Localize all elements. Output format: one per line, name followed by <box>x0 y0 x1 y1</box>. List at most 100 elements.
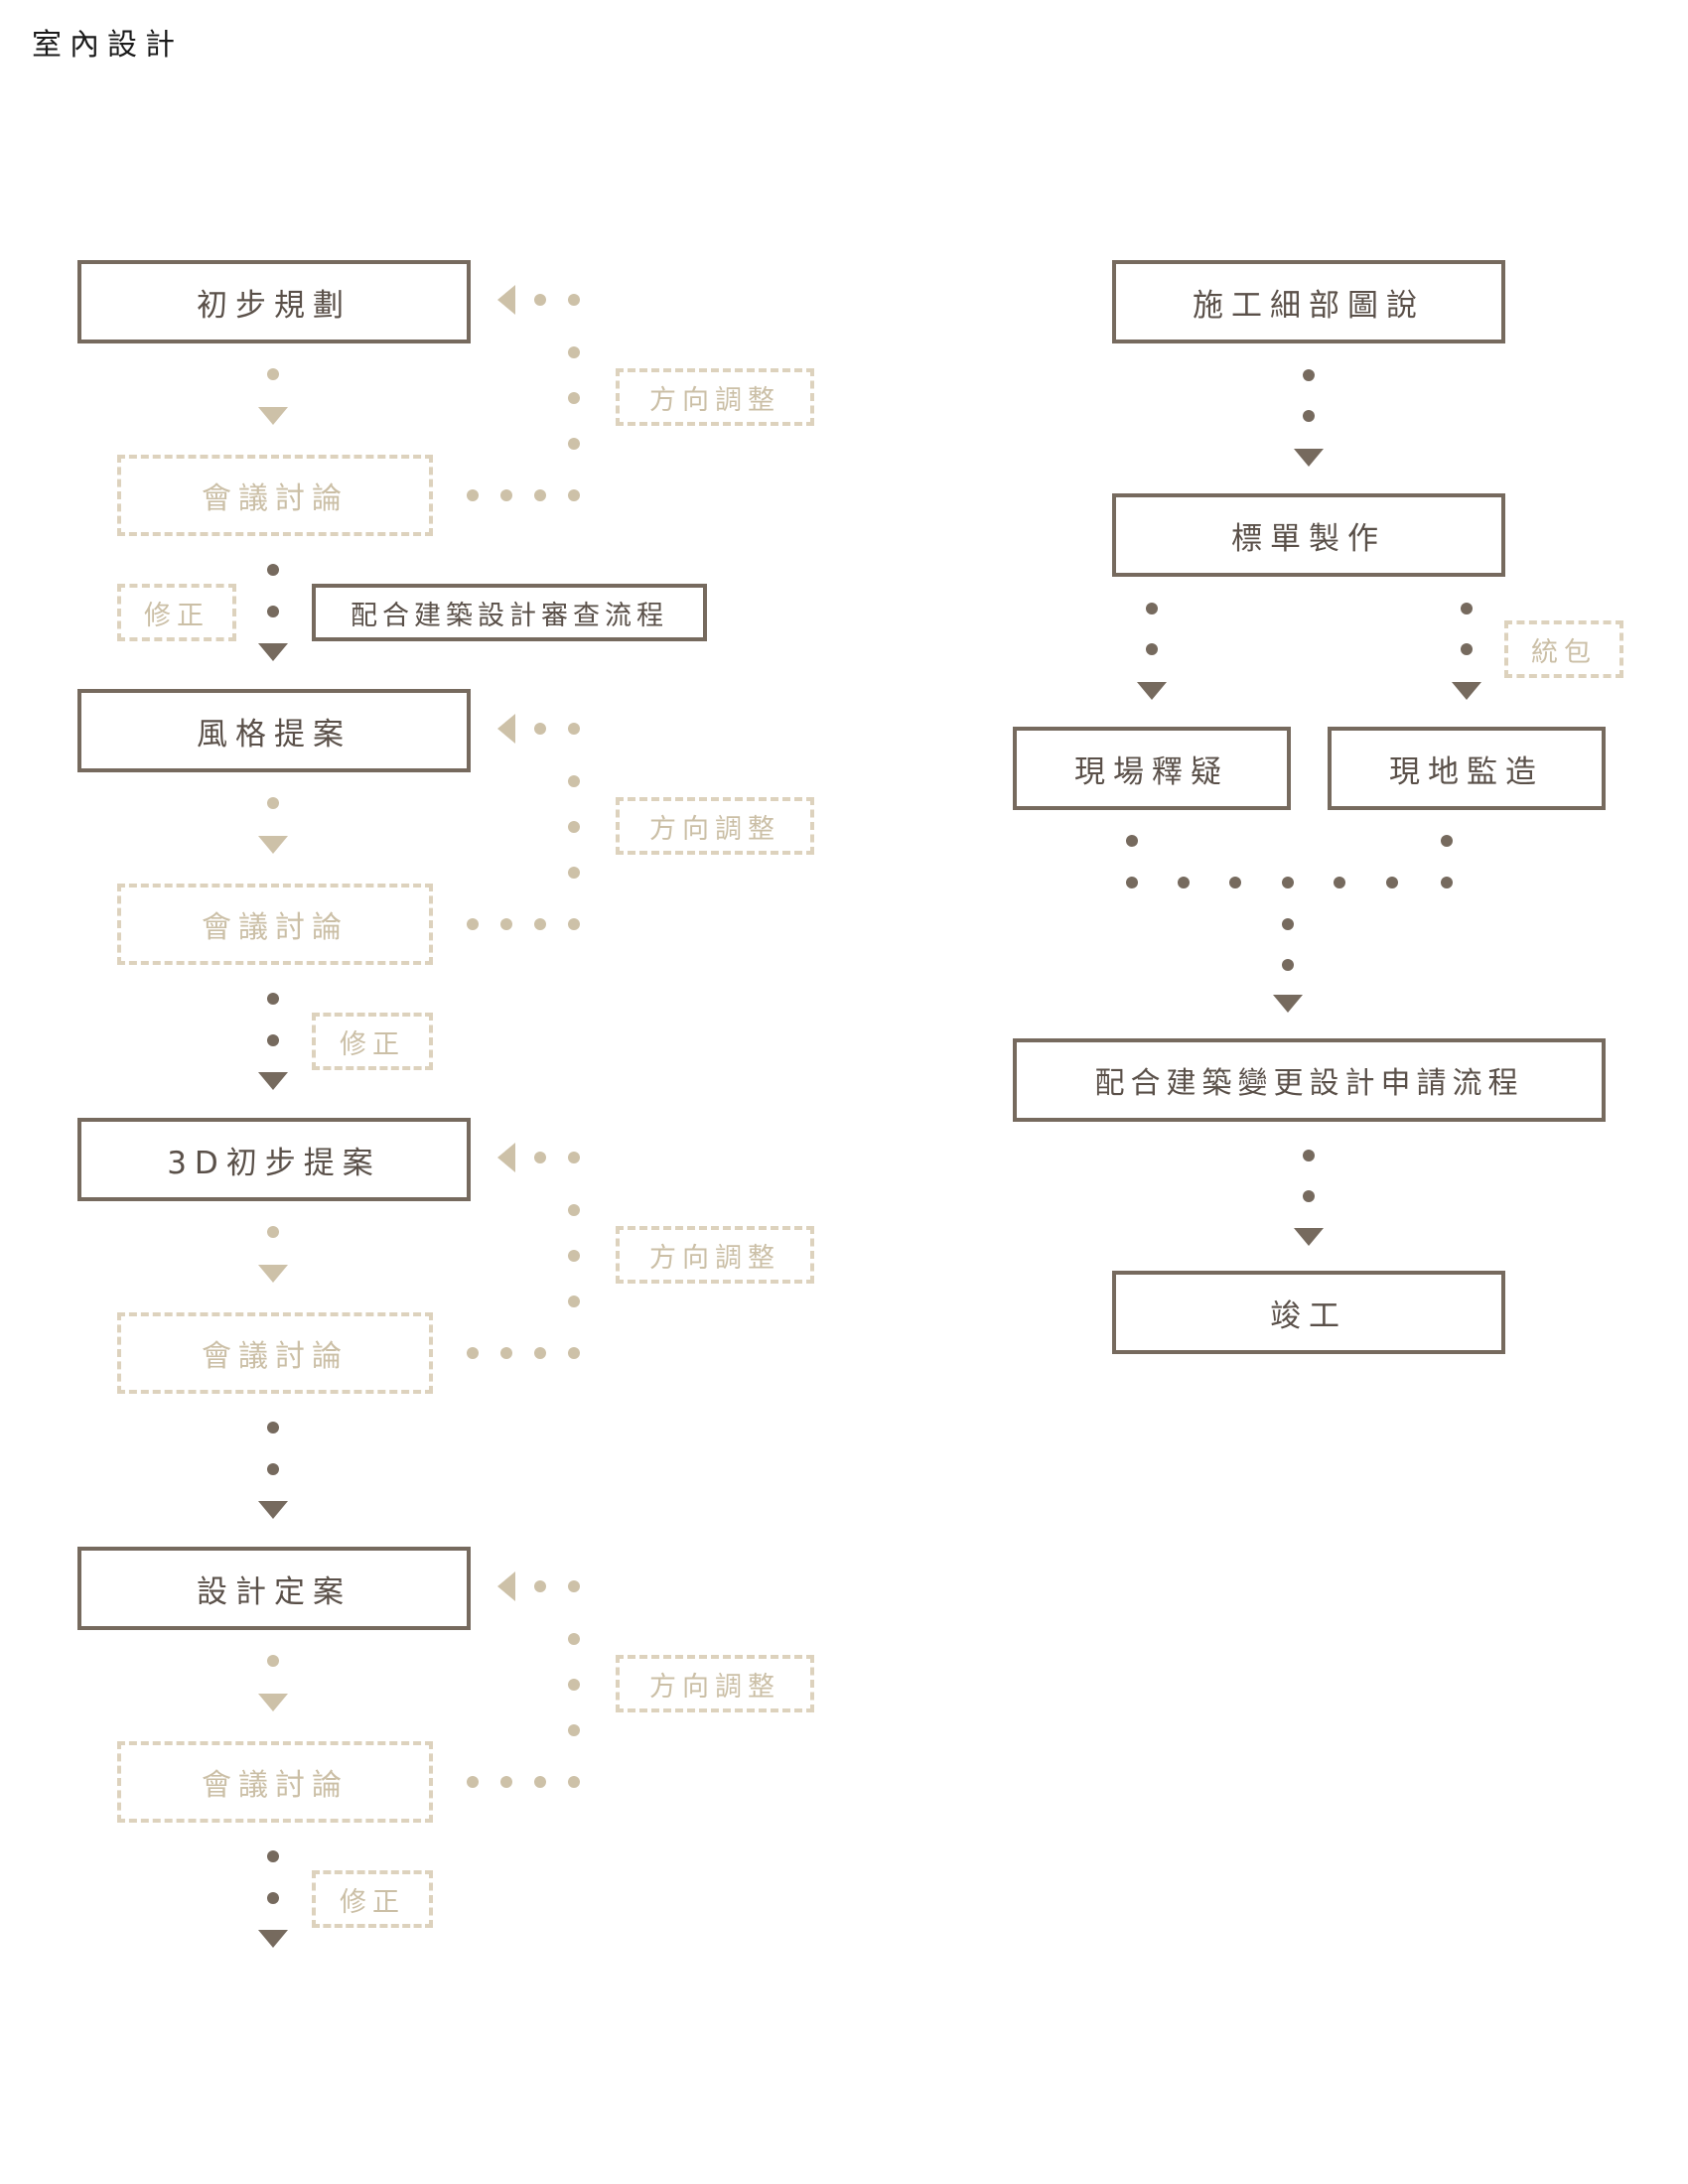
arrow-down-icon <box>258 836 288 854</box>
connector-dot <box>534 1347 546 1359</box>
connector-dot <box>568 1633 580 1645</box>
connector-dot <box>267 1463 279 1475</box>
connector-dot <box>568 294 580 306</box>
turnkey-label: 統包 <box>1504 620 1623 678</box>
project-completion: 竣工 <box>1112 1271 1505 1354</box>
architecture-review-process: 配合建築設計審查流程 <box>312 584 707 641</box>
connector-dot <box>267 1892 279 1904</box>
revise-label-1: 修正 <box>117 584 236 641</box>
connector-dot <box>1334 877 1345 888</box>
meeting-discussion-4: 會議討論 <box>117 1741 433 1823</box>
arrow-left-icon <box>497 714 515 744</box>
arrow-down-icon <box>258 1930 288 1948</box>
connector-dot <box>568 346 580 358</box>
connector-dot <box>267 797 279 809</box>
connector-dot <box>534 294 546 306</box>
direction-adjustment-2: 方向調整 <box>616 797 814 855</box>
connector-dot <box>1441 877 1453 888</box>
connector-dot <box>267 993 279 1005</box>
arrow-down-icon <box>258 1501 288 1519</box>
site-clarification: 現場釋疑 <box>1013 727 1291 810</box>
connector-dot <box>568 775 580 787</box>
connector-dot <box>534 918 546 930</box>
connector-dot <box>1303 369 1315 381</box>
connector-dot <box>500 918 512 930</box>
arrow-down-icon <box>1137 682 1167 700</box>
arrow-down-icon <box>1294 1228 1324 1246</box>
connector-dot <box>568 1580 580 1592</box>
connector-dot <box>1461 603 1473 614</box>
connector-dot <box>267 1655 279 1667</box>
connector-dot <box>467 489 479 501</box>
connector-dot <box>500 1776 512 1788</box>
arrow-left-icon <box>497 285 515 315</box>
tender-preparation: 標單製作 <box>1112 493 1505 577</box>
arrow-down-icon <box>258 1694 288 1711</box>
arrow-left-icon <box>497 1143 515 1172</box>
connector-dot <box>568 723 580 735</box>
connector-dot <box>1386 877 1398 888</box>
connector-dot <box>267 368 279 380</box>
connector-dot <box>534 489 546 501</box>
connector-dot <box>1303 1150 1315 1161</box>
connector-dot <box>534 1580 546 1592</box>
connector-dot <box>568 821 580 833</box>
connector-dot <box>1126 877 1138 888</box>
connector-dot <box>1146 643 1158 655</box>
connector-dot <box>568 392 580 404</box>
connector-dot <box>467 1776 479 1788</box>
connector-dot <box>568 1296 580 1307</box>
meeting-discussion-3: 會議討論 <box>117 1312 433 1394</box>
connector-dot <box>568 1776 580 1788</box>
arrow-down-icon <box>1273 995 1303 1013</box>
connector-dot <box>1282 959 1294 971</box>
connector-dot <box>568 867 580 879</box>
connector-dot <box>568 1724 580 1736</box>
arrow-down-icon <box>258 1265 288 1283</box>
connector-dot <box>1303 410 1315 422</box>
construction-drawings: 施工細部圖說 <box>1112 260 1505 343</box>
connector-dot <box>1461 643 1473 655</box>
connector-dot <box>534 1152 546 1163</box>
arrow-down-icon <box>258 407 288 425</box>
connector-dot <box>267 564 279 576</box>
arrow-left-icon <box>497 1571 515 1601</box>
connector-dot <box>1303 1190 1315 1202</box>
connector-dot <box>568 1204 580 1216</box>
change-design-process: 配合建築變更設計申請流程 <box>1013 1038 1606 1122</box>
direction-adjustment-1: 方向調整 <box>616 368 814 426</box>
meeting-discussion-1: 會議討論 <box>117 455 433 536</box>
connector-dot <box>568 1152 580 1163</box>
connector-dot <box>1282 918 1294 930</box>
arrow-down-icon <box>258 1072 288 1090</box>
connector-dot <box>267 606 279 617</box>
connector-dot <box>1146 603 1158 614</box>
step-design-finalized: 設計定案 <box>77 1547 471 1630</box>
connector-dot <box>267 1226 279 1238</box>
site-supervision: 現地監造 <box>1328 727 1606 810</box>
connector-dot <box>267 1422 279 1433</box>
connector-dot <box>568 1250 580 1262</box>
connector-dot <box>500 489 512 501</box>
meeting-discussion-2: 會議討論 <box>117 884 433 965</box>
revise-label-3: 修正 <box>312 1870 433 1928</box>
connector-dot <box>568 918 580 930</box>
connector-dot <box>267 1850 279 1862</box>
direction-adjustment-4: 方向調整 <box>616 1655 814 1712</box>
connector-dot <box>568 1679 580 1691</box>
connector-dot <box>534 723 546 735</box>
connector-dot <box>1441 835 1453 847</box>
connector-dot <box>568 489 580 501</box>
connector-dot <box>1126 835 1138 847</box>
direction-adjustment-3: 方向調整 <box>616 1226 814 1284</box>
step-style-proposal: 風格提案 <box>77 689 471 772</box>
connector-dot <box>1229 877 1241 888</box>
connector-dot <box>534 1776 546 1788</box>
connector-dot <box>1282 877 1294 888</box>
step-3d-proposal: 3D初步提案 <box>77 1118 471 1201</box>
arrow-down-icon <box>1294 449 1324 467</box>
connector-dot <box>467 918 479 930</box>
revise-label-2: 修正 <box>312 1013 433 1070</box>
